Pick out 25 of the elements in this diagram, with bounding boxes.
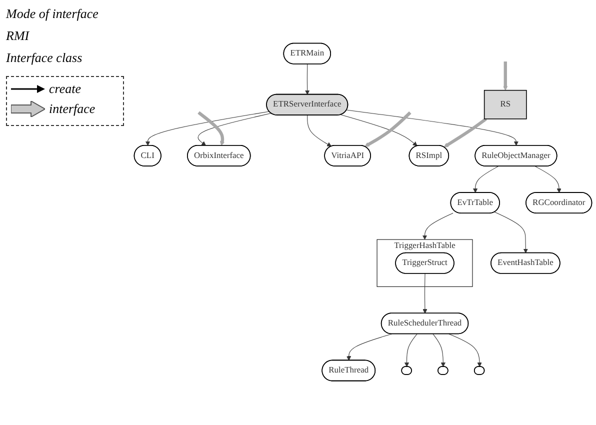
- arrow: [346, 110, 518, 146]
- arrow: [198, 112, 225, 146]
- arrow: [494, 212, 528, 254]
- legend-label: interface: [49, 101, 96, 117]
- arrow: [404, 334, 418, 368]
- arrow: [305, 64, 310, 96]
- arrow: [432, 334, 446, 368]
- note-label: Interface class: [6, 50, 84, 66]
- arrow: [198, 114, 272, 146]
- node-box: RS: [484, 90, 527, 120]
- arrow: [145, 112, 270, 146]
- arrow: [364, 112, 412, 148]
- arrow: [340, 114, 418, 147]
- note-label: RMI: [6, 28, 30, 44]
- arrow: [448, 334, 482, 368]
- arrow: [307, 115, 332, 148]
- note-label: Mode of interface: [6, 6, 100, 22]
- arrow: [534, 166, 562, 194]
- arrow: [346, 334, 392, 362]
- arrow: [472, 166, 499, 194]
- arrow: [422, 213, 454, 240]
- arrow: [444, 118, 488, 148]
- arrow: [503, 62, 508, 91]
- legend-label: create: [49, 81, 81, 97]
- arrow: [422, 274, 428, 314]
